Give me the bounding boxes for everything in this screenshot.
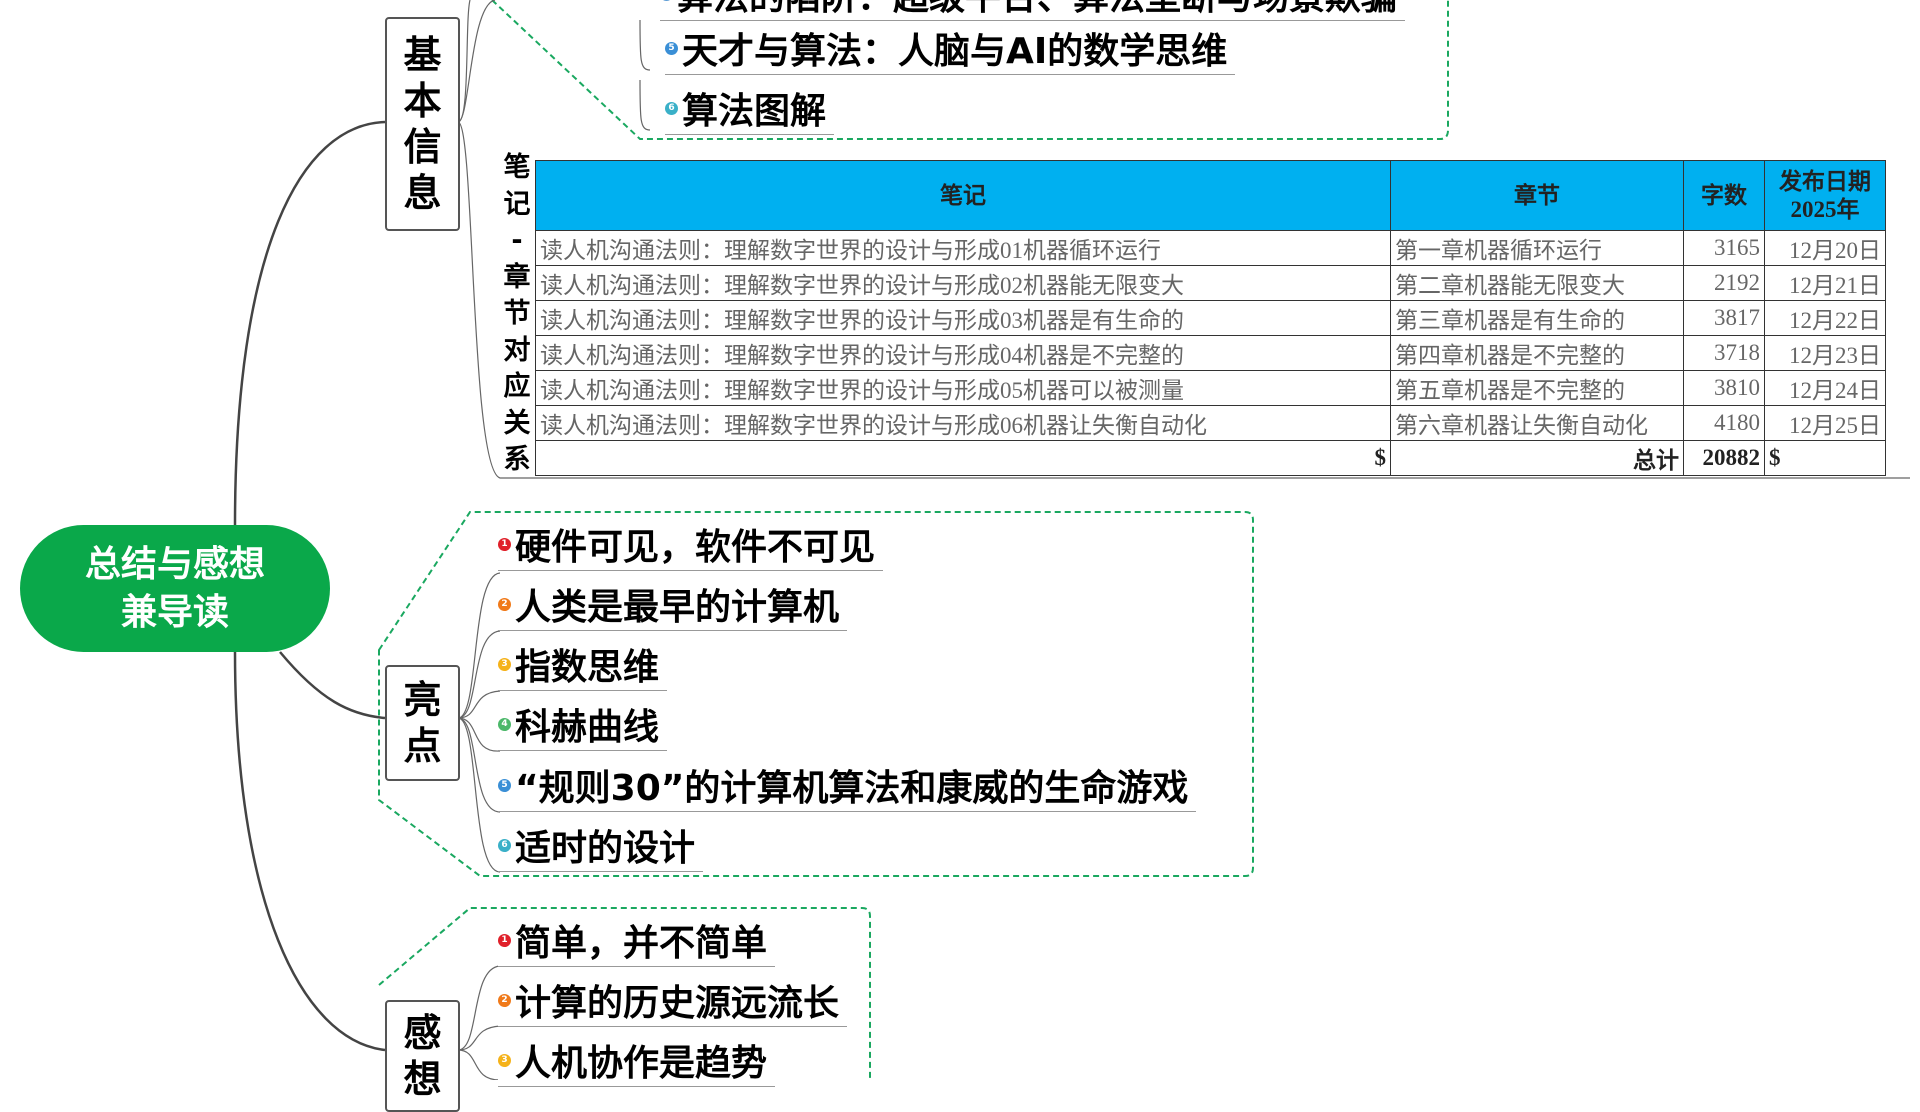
number-bullet-icon: 4 [498, 717, 511, 731]
chapter-cell: 第六章机器让失衡自动化 [1390, 405, 1684, 441]
branch-char: 本 [403, 79, 442, 123]
root-title-line1: 总结与感想 [84, 543, 265, 585]
note-cell: 读人机沟通法则：理解数字世界的设计与形成03机器是有生命的 [535, 300, 1391, 336]
word-count-cell: 3718 [1683, 335, 1765, 371]
list-item[interactable]: 1 简单，并不简单 [498, 914, 776, 967]
item-text: 人类是最早的计算机 [515, 587, 840, 628]
branch-char: 信 [403, 125, 442, 169]
note-cell: 读人机沟通法则：理解数字世界的设计与形成06机器让失衡自动化 [535, 405, 1391, 441]
list-item[interactable]: 2 计算的历史源远流长 [498, 974, 848, 1027]
date-cell: 12月20日 [1764, 230, 1886, 266]
word-count-cell: 3817 [1683, 300, 1765, 336]
table-total-row: $ 总计 20882 $ [535, 440, 1886, 476]
item-text: 适时的设计 [515, 828, 696, 869]
item-text: 计算的历史源远流长 [515, 983, 840, 1024]
branch-char: 感 [403, 1011, 442, 1055]
word-count-cell: 3165 [1683, 230, 1765, 266]
table-side-label: 笔记- 章节对 应关系 [503, 152, 531, 475]
branch-char: 想 [403, 1057, 442, 1101]
branch-basic-info[interactable]: 基 本 信 息 [385, 17, 460, 231]
item-text: 算法的陷阱：超级平台、算法垄断与场景欺骗 [677, 0, 1397, 20]
item-text: 算法图解 [682, 91, 827, 132]
branch-char: 基 [403, 33, 442, 77]
date-cell: 12月23日 [1764, 335, 1886, 371]
number-bullet-icon: 5 [665, 41, 678, 55]
root-node[interactable]: 总结与感想 兼导读 [20, 525, 330, 652]
item-text: 科赫曲线 [515, 707, 660, 748]
branch-char: 点 [403, 724, 442, 768]
note-cell: 读人机沟通法则：理解数字世界的设计与形成04机器是不完整的 [535, 335, 1391, 371]
total-cell: $ [535, 440, 1391, 476]
branch-char: 亮 [403, 678, 442, 722]
chapter-cell: 第一章机器循环运行 [1390, 230, 1684, 266]
list-item[interactable]: 2 人类是最早的计算机 [498, 578, 848, 631]
list-item[interactable]: 4 科赫曲线 [498, 698, 668, 751]
note-cell: 读人机沟通法则：理解数字世界的设计与形成01机器循环运行 [535, 230, 1391, 266]
number-bullet-icon: 3 [498, 1053, 511, 1067]
note-cell: 读人机沟通法则：理解数字世界的设计与形成05机器可以被测量 [535, 370, 1391, 406]
branch-thoughts[interactable]: 感 想 [385, 1000, 460, 1112]
word-count-cell: 2192 [1683, 265, 1765, 301]
total-value: 20882 [1683, 440, 1765, 476]
number-bullet-icon: 2 [498, 993, 511, 1007]
number-bullet-icon: 6 [498, 838, 511, 852]
item-text: “规则30”的计算机算法和康威的生命游戏 [515, 768, 1189, 809]
date-cell: 12月25日 [1764, 405, 1886, 441]
total-cell: $ [1764, 440, 1886, 476]
chapter-cell: 第五章机器是不完整的 [1390, 370, 1684, 406]
table-row: 读人机沟通法则：理解数字世界的设计与形成06机器让失衡自动化第六章机器让失衡自动… [535, 405, 1886, 441]
date-cell: 12月24日 [1764, 370, 1886, 406]
list-item[interactable]: 5 天才与算法：人脑与AI的数学思维 [665, 22, 1236, 75]
number-bullet-icon: 1 [498, 933, 511, 947]
total-label: 总计 [1390, 440, 1684, 476]
item-text: 天才与算法：人脑与AI的数学思维 [682, 31, 1228, 72]
number-bullet-icon: 6 [665, 101, 678, 115]
connector-lines [233, 0, 1910, 1080]
branch-highlights[interactable]: 亮 点 [385, 665, 460, 781]
list-item[interactable]: 6 适时的设计 [498, 819, 704, 872]
item-text: 指数思维 [515, 647, 660, 688]
date-cell: 12月21日 [1764, 265, 1886, 301]
list-item[interactable]: 4 算法的陷阱：超级平台、算法垄断与场景欺骗 [660, 0, 1406, 21]
list-item[interactable]: 3 人机协作是趋势 [498, 1034, 776, 1087]
number-bullet-icon: 1 [498, 537, 511, 551]
list-item[interactable]: 6 算法图解 [665, 82, 835, 135]
branch-char: 息 [403, 171, 442, 215]
chapter-cell: 第二章机器能无限变大 [1390, 265, 1684, 301]
number-bullet-icon: 4 [660, 0, 673, 1]
word-count-cell: 3810 [1683, 370, 1765, 406]
number-bullet-icon: 2 [498, 597, 511, 611]
item-text: 硬件可见，软件不可见 [515, 527, 876, 568]
list-item[interactable]: 3 指数思维 [498, 638, 668, 691]
number-bullet-icon: 3 [498, 657, 511, 671]
number-bullet-icon: 5 [498, 778, 511, 792]
header-chapter: 章节 [1390, 160, 1684, 231]
item-text: 人机协作是趋势 [515, 1043, 768, 1084]
item-text: 简单，并不简单 [515, 923, 768, 964]
word-count-cell: 4180 [1683, 405, 1765, 441]
chapter-cell: 第四章机器是不完整的 [1390, 335, 1684, 371]
list-item[interactable]: 5 “规则30”的计算机算法和康威的生命游戏 [498, 759, 1197, 812]
header-word-count: 字数 [1683, 160, 1765, 231]
root-title-line2: 兼导读 [120, 591, 229, 633]
header-note: 笔记 [535, 160, 1391, 231]
chapter-cell: 第三章机器是有生命的 [1390, 300, 1684, 336]
list-item[interactable]: 1 硬件可见，软件不可见 [498, 518, 884, 571]
note-cell: 读人机沟通法则：理解数字世界的设计与形成02机器能无限变大 [535, 265, 1391, 301]
date-cell: 12月22日 [1764, 300, 1886, 336]
